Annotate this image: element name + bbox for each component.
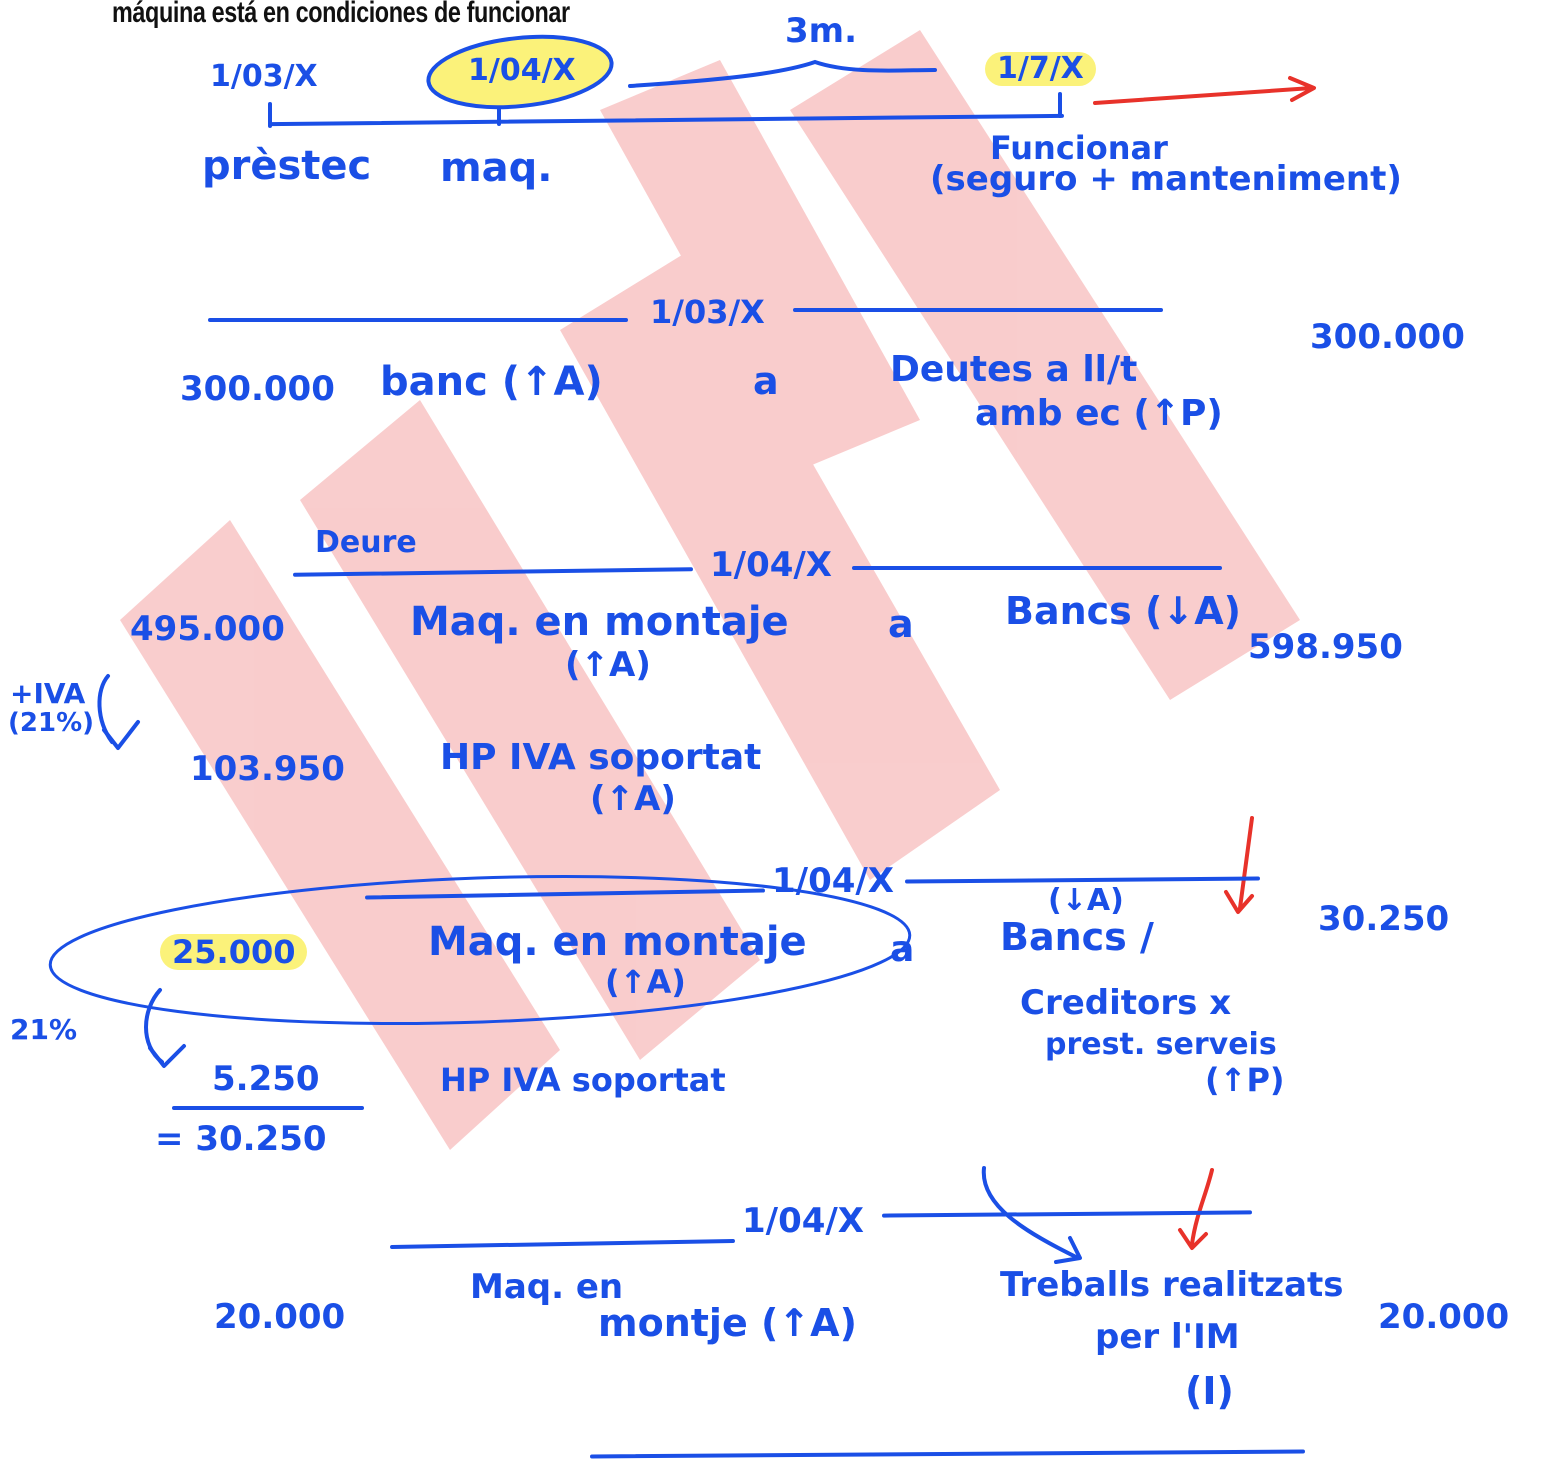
- entry-3-credit-account-line4: (↑P): [1205, 1061, 1285, 1099]
- timeline-label-mid: maq.: [440, 145, 553, 191]
- entry-3-total-rule: [172, 1106, 364, 1110]
- entry-1-debit-account: banc (↑A): [380, 359, 603, 405]
- entry-2-connector: a: [888, 602, 914, 646]
- timeline-date-start: 1/03/X: [210, 59, 318, 94]
- entry-2-credit-amount: 598.950: [1248, 627, 1403, 667]
- timeline-label-end: Funcionar: [990, 129, 1168, 167]
- date-mid-circle: [426, 34, 614, 110]
- entry-3-credit-account-prefix: (↓A): [1048, 883, 1124, 918]
- entry-3-credit-amount: 30.250: [1318, 899, 1450, 939]
- timeline-date-mid: 1/04/X: [468, 53, 576, 88]
- vat-arrow-icon: [97, 674, 140, 750]
- timeline-tick-mid: [497, 106, 501, 126]
- entry-3-debit-amount: 25.000: [160, 934, 308, 970]
- entry-4-credit-account-line1: Treballs realitzats: [1000, 1265, 1344, 1305]
- entry-4-date: 1/04/X: [742, 1201, 865, 1241]
- entry-1-connector: a: [753, 359, 779, 403]
- entry-2-vat-account-line2: (↑A): [590, 779, 676, 819]
- entry-1-separator-left: [208, 318, 628, 322]
- entry-2-vat-note-line1: +IVA: [10, 677, 86, 710]
- entry-4-credit-amount: 20.000: [1378, 1297, 1510, 1337]
- entry-4-debit-account-line2: montje (↑A): [598, 1301, 857, 1345]
- entry-1-debit-amount: 300.000: [180, 369, 335, 409]
- entry-3-vat-account: HP IVA soportat: [440, 1061, 726, 1099]
- entry-3-connector: a: [890, 929, 915, 970]
- entry-3-date: 1/04/X: [772, 861, 895, 901]
- entry-2-vat-note-line2: (21%): [8, 708, 94, 738]
- timeline-tick-end: [1058, 92, 1062, 118]
- entry-4-debit-account-line1: Maq. en: [470, 1267, 624, 1307]
- timeline-label-start: prèstec: [202, 143, 372, 189]
- entry-2-vat-account-line1: HP IVA soportat: [440, 737, 762, 778]
- timeline-arrow-icon: [1093, 76, 1316, 105]
- entry-2-debit-account-line2: (↑A): [565, 645, 651, 685]
- entry-3-ellipse: [48, 874, 912, 1026]
- entry-3-debit-account-line1: Maq. en montaje: [428, 919, 807, 965]
- entry-3-vat-amount: 5.250: [212, 1059, 320, 1099]
- entry-2-credit-account: Bancs (↓A): [1005, 589, 1242, 633]
- entry-3-debit-account-line2: (↑A): [605, 963, 686, 1001]
- entry-2-debit-account-line1: Maq. en montaje: [410, 599, 789, 645]
- red-down-arrow-icon: [1224, 816, 1254, 914]
- entry-2-separator-right: [852, 566, 1222, 570]
- entry-4-credit-account-line2: per l'IM: [1095, 1317, 1240, 1357]
- timeline-tick-start: [268, 102, 272, 128]
- entry-1-date: 1/03/X: [650, 293, 765, 331]
- entry-2-column-label: Deure: [315, 525, 417, 560]
- rate-arrow-icon: [144, 988, 186, 1068]
- entry-1-credit-account-line1: Deutes a ll/t: [890, 349, 1138, 390]
- entry-3-rate: 21%: [10, 1013, 78, 1046]
- entry-3-total: = 30.250: [155, 1119, 327, 1159]
- entry-4-credit-account-line3: (I): [1185, 1369, 1234, 1413]
- entry-3-credit-account-line1: Bancs /: [1000, 915, 1154, 959]
- entry-1-credit-account-line2: amb ec (↑P): [975, 393, 1223, 434]
- timeline-date-end: 1/7/X: [985, 52, 1096, 86]
- entry-1-credit-amount: 300.000: [1310, 317, 1465, 357]
- entry-4-debit-amount: 20.000: [214, 1297, 346, 1337]
- entry-3-credit-account-line3: prest. serveis: [1045, 1027, 1277, 1062]
- timeline-label-end-note: (seguro + manteniment): [930, 159, 1402, 199]
- entry-2-debit-amount: 495.000: [130, 609, 285, 649]
- timeline-duration: 3m.: [785, 11, 858, 51]
- entry-3-credit-account-line2: Creditors x: [1020, 983, 1232, 1023]
- page-title: máquina está en condiciones de funcionar: [112, 0, 570, 29]
- duration-brace: [628, 59, 937, 88]
- entry-2-date: 1/04/X: [710, 545, 833, 585]
- entry-2-vat-amount: 103.950: [190, 749, 345, 789]
- curved-arrow-icon: [981, 1166, 1214, 1264]
- entry-1-separator-right: [793, 308, 1163, 312]
